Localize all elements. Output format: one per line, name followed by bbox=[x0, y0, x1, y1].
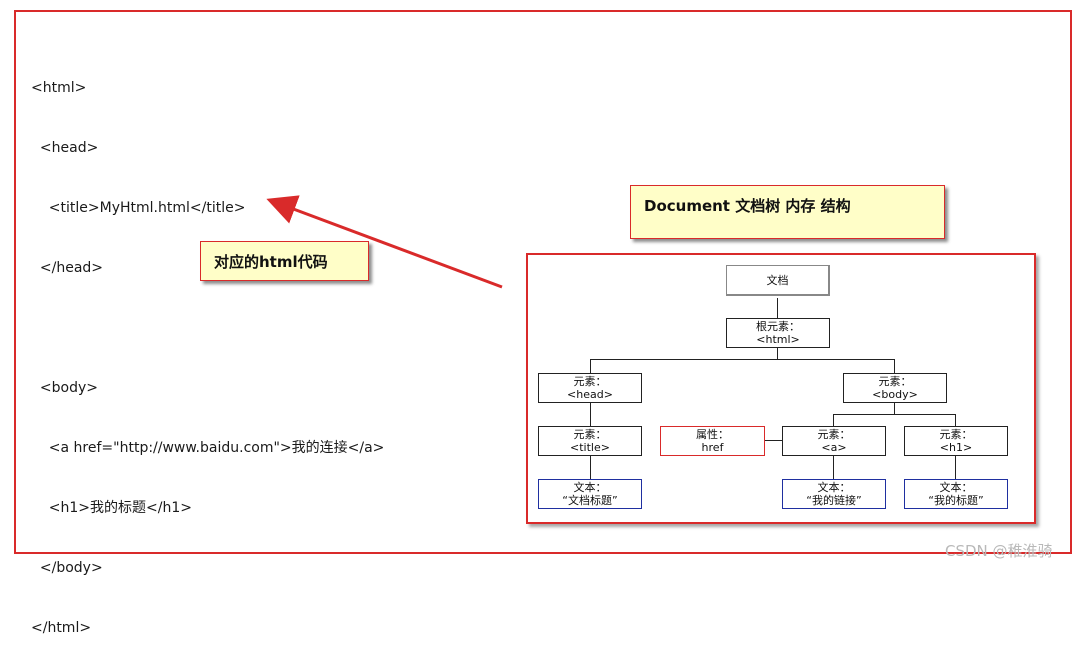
h1-element-node: 元素： <h1> bbox=[904, 426, 1008, 456]
connector bbox=[955, 456, 956, 479]
document-node-label: 文档 bbox=[766, 273, 789, 287]
html-code-listing: <html> <head> <title>MyHtml.html</title>… bbox=[31, 38, 384, 658]
body-element-node: 元素： <body> bbox=[843, 373, 947, 403]
node-value: “我的标题” bbox=[928, 494, 984, 507]
code-line: <title>MyHtml.html</title> bbox=[31, 200, 246, 216]
head-element-node: 元素： <head> bbox=[538, 373, 642, 403]
connector bbox=[833, 414, 834, 426]
dom-tree-callout-text: Document 文档树 内存 结构 bbox=[644, 197, 851, 215]
node-label: 元素： bbox=[939, 428, 973, 441]
dom-tree-frame: 文档 根元素： <html> 元素： <head> 元素： <body> 元素：… bbox=[526, 253, 1036, 524]
code-line: <a href="http://www.baidu.com">我的连接</a> bbox=[31, 440, 385, 456]
node-tag: <body> bbox=[872, 388, 918, 401]
code-line: <h1>我的标题</h1> bbox=[31, 500, 192, 516]
node-value: href bbox=[701, 441, 724, 454]
watermark: CSDN @稚淮骑 bbox=[945, 542, 1053, 560]
connector bbox=[777, 348, 778, 359]
code-line: </head> bbox=[31, 260, 104, 276]
connector bbox=[833, 456, 834, 479]
node-tag: <h1> bbox=[939, 441, 973, 454]
a-element-node: 元素： <a> bbox=[782, 426, 886, 456]
document-node: 文档 bbox=[726, 265, 830, 296]
node-tag: <html> bbox=[756, 333, 800, 346]
node-label: 元素： bbox=[573, 375, 607, 388]
title-text-node: 文本： “文档标题” bbox=[538, 479, 642, 509]
code-line: </html> bbox=[31, 620, 92, 636]
node-value: “文档标题” bbox=[562, 494, 618, 507]
node-value: “我的链接” bbox=[806, 494, 862, 507]
html-root-node: 根元素： <html> bbox=[726, 318, 830, 348]
pointer-arrow bbox=[266, 195, 503, 289]
href-attribute-node: 属性： href bbox=[660, 426, 765, 456]
title-element-node: 元素： <title> bbox=[538, 426, 642, 456]
html-code-callout-text: 对应的html代码 bbox=[214, 253, 328, 271]
html-code-callout: 对应的html代码 bbox=[200, 241, 369, 281]
node-label: 元素： bbox=[878, 375, 912, 388]
node-label: 根元素： bbox=[756, 320, 800, 333]
h1-text-node: 文本： “我的标题” bbox=[904, 479, 1008, 509]
connector bbox=[590, 359, 895, 360]
code-line: <head> bbox=[31, 140, 99, 156]
node-label: 文本： bbox=[939, 481, 973, 494]
connector bbox=[894, 403, 895, 414]
connector bbox=[894, 359, 895, 373]
node-tag: <title> bbox=[570, 441, 610, 454]
connector bbox=[833, 414, 955, 415]
code-line: <html> bbox=[31, 80, 87, 96]
connector bbox=[590, 456, 591, 479]
node-tag: <head> bbox=[567, 388, 613, 401]
connector bbox=[590, 359, 591, 373]
code-line: <body> bbox=[31, 380, 98, 396]
connector bbox=[777, 298, 778, 318]
connector bbox=[590, 403, 591, 426]
node-label: 属性： bbox=[696, 428, 729, 441]
node-label: 文本： bbox=[573, 481, 607, 494]
node-tag: <a> bbox=[821, 441, 847, 454]
dom-tree-callout: Document 文档树 内存 结构 bbox=[630, 185, 945, 239]
connector bbox=[765, 440, 782, 441]
connector bbox=[955, 414, 956, 426]
a-text-node: 文本： “我的链接” bbox=[782, 479, 886, 509]
node-label: 元素： bbox=[817, 428, 851, 441]
node-label: 元素： bbox=[573, 428, 607, 441]
node-label: 文本： bbox=[817, 481, 851, 494]
